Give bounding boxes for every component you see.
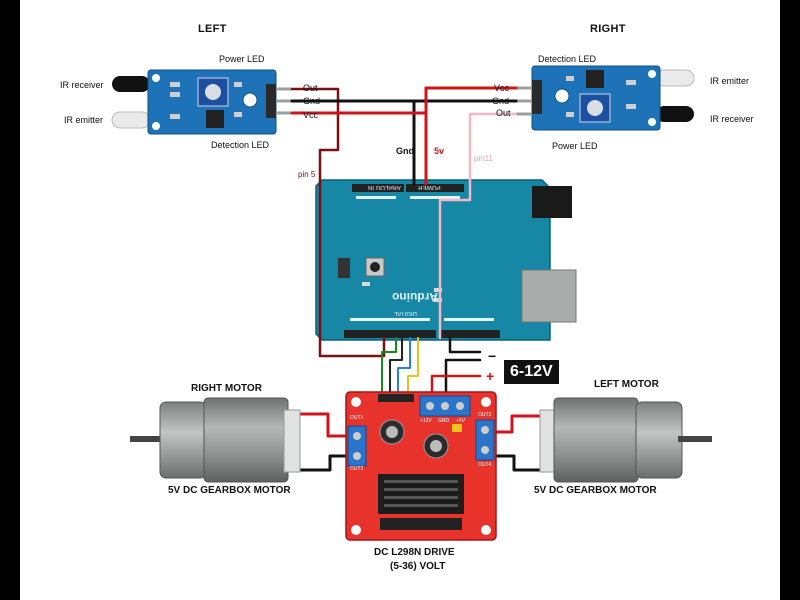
arduino-board (315, 179, 577, 341)
motor-terminal-left (347, 425, 367, 467)
wire-ctrl-yellow (407, 337, 419, 393)
right-motor-body (203, 397, 289, 483)
power-header (406, 184, 464, 192)
right-motor-shaft (130, 436, 164, 442)
wire-left-motor-black (492, 454, 542, 472)
left-ir-emitter-led (111, 111, 151, 129)
l298n-driver (345, 391, 497, 541)
wiring (290, 86, 542, 472)
left-detection-led-label: Detection LED (211, 140, 270, 150)
left-ir-receiver-led (112, 76, 150, 92)
diagram-graphics (111, 65, 712, 541)
left-motor (539, 397, 712, 483)
arduino-logo-text: Arduino (392, 290, 438, 304)
right-sensor-title: RIGHT (590, 23, 626, 35)
wire-driver-gnd (444, 358, 482, 394)
dc-power-jack (532, 186, 572, 218)
driver-out4-label: OUT4 (478, 462, 492, 468)
left-motor-gearbox (635, 401, 683, 479)
left-pin-vcc-label: Vcc (303, 110, 319, 120)
wire-supply-plus (430, 374, 482, 394)
wire-5v-label: 5v (434, 146, 445, 156)
arduino-analog-label: ANALOG IN (368, 184, 401, 190)
left-ir-sensor (111, 69, 292, 135)
right-pin-out-label: Out (496, 108, 511, 118)
right-detection-led-label: Detection LED (538, 54, 597, 64)
enable-jumper (452, 424, 462, 432)
driver-out3-label: OUT3 (478, 412, 492, 418)
supply-voltage-badge: 6-12V (504, 360, 559, 384)
driver-caption-line1: DC L298N DRIVE (374, 547, 455, 558)
motor-terminal-right (475, 419, 495, 461)
usb-connector (521, 269, 577, 323)
left-motor-title: LEFT MOTOR (594, 379, 659, 390)
left-motor-caption: 5V DC GEARBOX MOTOR (534, 485, 657, 496)
wire-ctrl-blue (397, 337, 411, 393)
driver-gnd-label: GND (438, 418, 450, 424)
right-ir-emitter-label: IR emitter (710, 76, 750, 86)
right-pin-gnd-label: Gnd (492, 96, 510, 106)
driver-control-header (378, 394, 414, 402)
wire-pin5-label: pin 5 (298, 170, 316, 179)
right-ir-receiver-led (656, 106, 694, 122)
right-motor-gearbox (159, 401, 207, 479)
right-power-led-label: Power LED (552, 141, 598, 151)
left-power-led-label: Power LED (219, 54, 265, 64)
left-motor-shaft (678, 436, 712, 442)
left-ir-emitter-label: IR emitter (64, 115, 104, 125)
wire-right-out-pin11 (438, 112, 518, 340)
right-motor-caption: 5V DC GEARBOX MOTOR (168, 485, 291, 496)
driver-12v-label: +12V (420, 418, 432, 424)
wire-ctrl-black (389, 337, 403, 393)
diagram-canvas: LEFT Power LED IR receiver IR emitter De… (20, 0, 780, 600)
left-motor-body (553, 397, 639, 483)
wire-ctrl-green (381, 337, 397, 393)
driver-out2-label: OUT2 (350, 466, 364, 472)
digital-header-low (344, 330, 436, 338)
wire-gnd-label: Gnd (396, 146, 414, 156)
wire-left-out-pin5 (290, 87, 386, 358)
driver-caption-line2: (5-36) VOLT (390, 561, 446, 572)
left-sensor-title: LEFT (198, 23, 227, 35)
driver-5v-label: +5V (456, 418, 466, 424)
digital-header-high (440, 330, 500, 338)
left-comparator-chip (206, 110, 224, 128)
arduino-power-label: POWER (418, 184, 441, 190)
right-comparator-chip (586, 70, 604, 88)
wire-right-motor-black (298, 454, 350, 472)
supply-plus: + (486, 368, 495, 384)
left-pin-gnd-label: Gnd (303, 96, 321, 106)
wire-arduino-gnd (448, 336, 482, 354)
right-ir-receiver-label: IR receiver (710, 114, 754, 124)
arduino-digital-label: DIGITAL (394, 310, 417, 316)
wire-right-motor-red (298, 412, 350, 438)
driver-chip-pins (380, 518, 462, 530)
analog-header (352, 184, 404, 192)
driver-out1-label: OUT1 (350, 415, 364, 421)
left-ir-receiver-label: IR receiver (60, 80, 104, 90)
wire-pin11-label: pin11 (474, 154, 493, 163)
right-pin-vcc-label: Vcc (494, 83, 510, 93)
supply-minus: − (488, 348, 497, 364)
right-ir-sensor (516, 65, 695, 131)
wire-left-motor-red (492, 414, 542, 434)
left-pin-out-label: Out (303, 83, 318, 93)
right-motor-endcap (283, 409, 301, 473)
right-motor (130, 397, 301, 483)
right-ir-emitter-led (655, 69, 695, 87)
icsp-header (338, 258, 350, 278)
right-motor-title: RIGHT MOTOR (191, 383, 262, 394)
